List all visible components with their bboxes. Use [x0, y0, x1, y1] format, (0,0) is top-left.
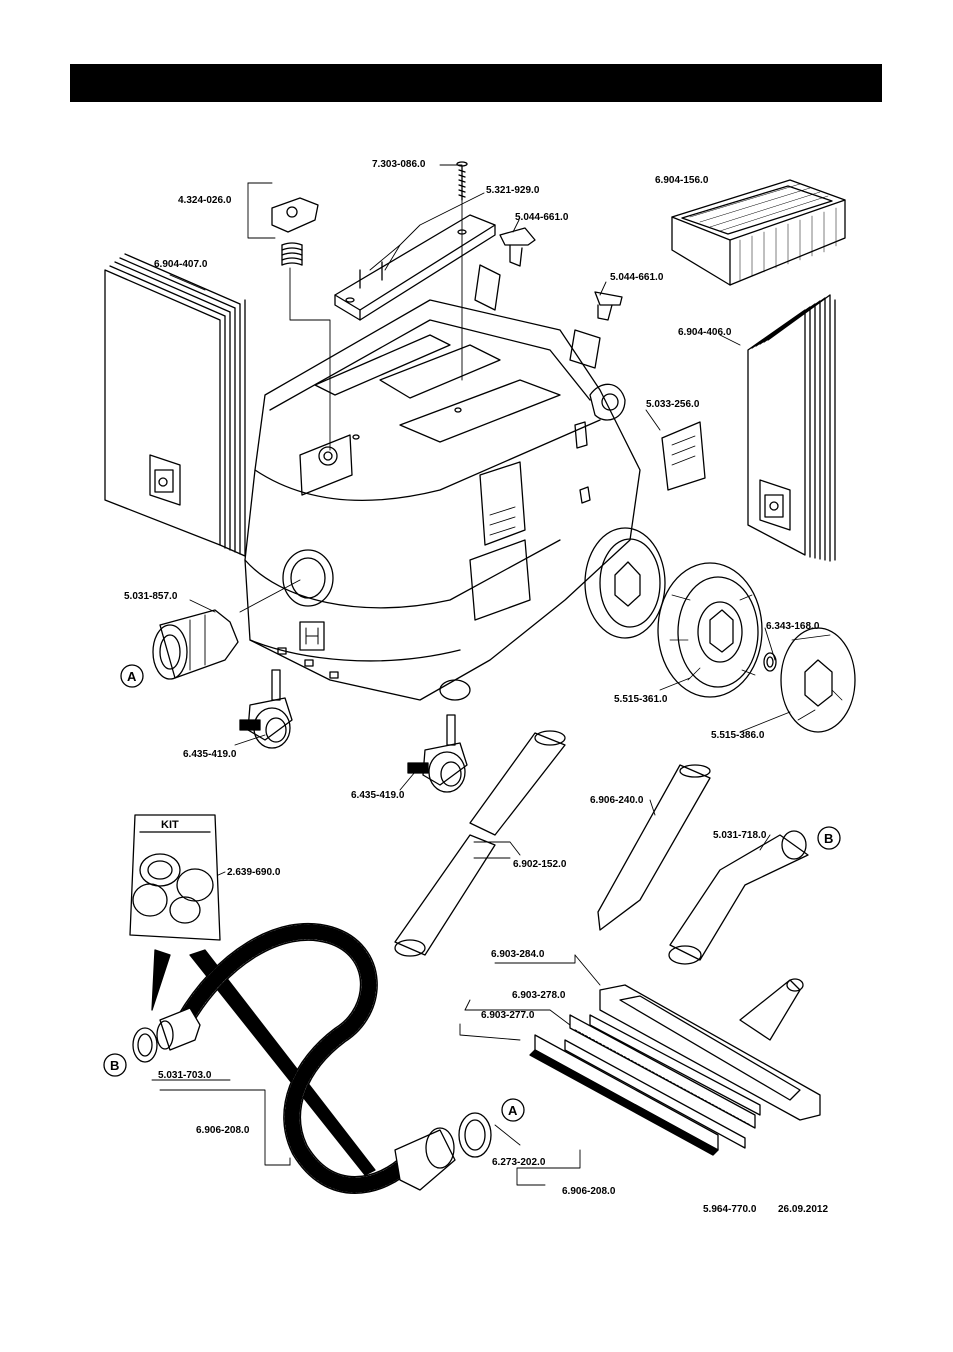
header-bar — [70, 64, 882, 102]
doc-number: 5.964-770.0 — [703, 1204, 757, 1215]
crevice-part — [597, 764, 711, 931]
kit-pointer-wedges — [151, 949, 376, 1176]
vacuum-body — [244, 264, 641, 701]
screw-part — [456, 161, 468, 201]
marker-circles — [103, 664, 841, 1122]
label-caster-left: 6.435-419.0 — [183, 749, 237, 760]
label-bags-left: 6.904-407.0 — [154, 259, 208, 270]
label-crevice: 6.906-240.0 — [590, 795, 644, 806]
filter-bags-left-part — [104, 253, 246, 557]
leader-lines — [151, 164, 791, 1186]
label-bags-right: 6.904-406.0 — [678, 327, 732, 338]
marker-b-hose: B — [110, 1058, 119, 1073]
marker-letters: A B B A KIT — [110, 669, 833, 1118]
hose-part — [156, 922, 456, 1194]
tube-part — [394, 730, 566, 957]
latch-top-part — [499, 227, 536, 267]
doc-date: 26.09.2012 — [778, 1204, 829, 1215]
label-knob: 4.324-026.0 — [178, 195, 232, 206]
label-strip-rubber: 6.903-277.0 — [481, 1010, 535, 1021]
strip-rubber-part — [529, 1034, 746, 1156]
cover-plate-part — [334, 214, 496, 321]
inlet-part — [152, 609, 239, 680]
label-cover-plate: 5.321-929.0 — [486, 185, 540, 196]
label-hose: 6.906-208.0 — [196, 1125, 250, 1136]
knob-part — [271, 197, 319, 233]
marker-a-inlet: A — [127, 669, 137, 684]
caster-right-part — [407, 714, 468, 793]
kit-bag-part — [129, 814, 221, 941]
label-hubcap: 5.515-386.0 — [711, 730, 765, 741]
body-wheel — [584, 527, 666, 639]
label-wheel: 5.515-361.0 — [614, 694, 668, 705]
label-hose-assembly: 6.906-208.0 — [562, 1186, 616, 1197]
caster-left-part — [239, 669, 293, 749]
strip-brush-part — [569, 1014, 761, 1129]
label-hose-ring: 5.031-703.0 — [158, 1070, 212, 1081]
marker-b-elbow: B — [824, 831, 833, 846]
side-latch-part — [661, 421, 706, 491]
label-latch-side: 5.044-661.0 — [610, 272, 664, 283]
kit-label: KIT — [161, 819, 179, 831]
label-caster-right: 6.435-419.0 — [351, 790, 405, 801]
label-flat-filter: 6.904-156.0 — [655, 175, 709, 186]
axle-clip-part — [763, 652, 777, 672]
label-inlet: 5.031-857.0 — [124, 591, 178, 602]
floor-tool-part — [599, 978, 821, 1121]
label-floor-tool: 6.903-284.0 — [491, 949, 545, 960]
label-tube: 6.902-152.0 — [513, 859, 567, 870]
marker-a-ring: A — [508, 1103, 518, 1118]
label-kit: 2.639-690.0 — [227, 867, 281, 878]
label-strip-brush: 6.903-278.0 — [512, 990, 566, 1001]
hubcap-part — [780, 627, 856, 733]
label-side-latch: 5.033-256.0 — [646, 399, 700, 410]
label-axle-clip: 6.343-168.0 — [766, 621, 820, 632]
label-screw: 7.303-086.0 — [372, 159, 426, 170]
ring-a-part — [458, 1112, 492, 1158]
hose-ring-part — [132, 1027, 158, 1063]
latch-side-part — [594, 291, 623, 321]
elbow-part — [668, 830, 809, 965]
label-latch-top: 5.044-661.0 — [515, 212, 569, 223]
filter-bags-right-part — [747, 294, 836, 562]
wheel-part — [657, 562, 763, 698]
label-ring-a: 6.273-202.0 — [492, 1157, 546, 1168]
label-elbow: 5.031-718.0 — [713, 830, 767, 841]
flat-filter-part — [671, 179, 846, 286]
spring-part — [281, 242, 303, 266]
